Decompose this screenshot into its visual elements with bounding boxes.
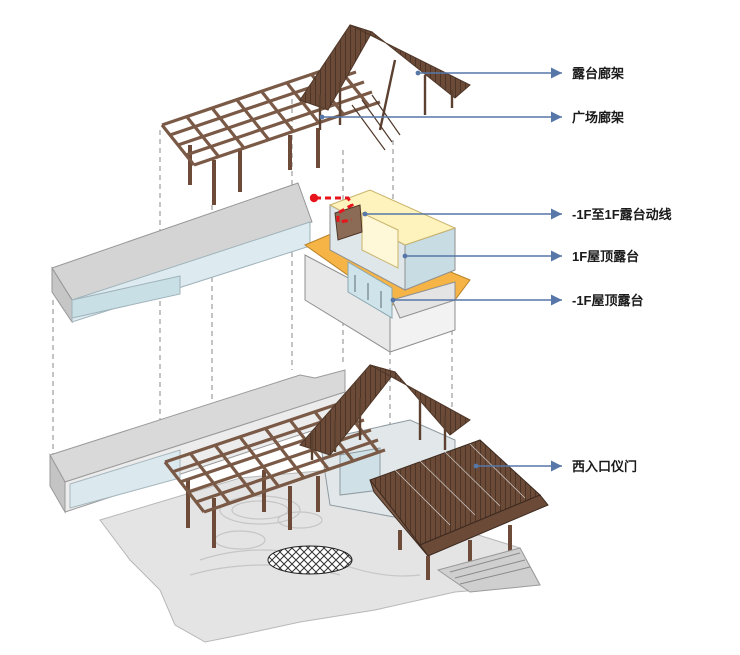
route-start-point [309,193,319,203]
top-pergolas-model [160,24,471,205]
label-b1-roof-terrace: -1F屋顶露台 [572,293,644,308]
label-1f-roof-terrace: 1F屋顶露台 [572,249,639,264]
top-plaza-pergola [160,60,381,167]
ground-level-model [49,364,549,643]
diagram-labels: 露台廊架 广场廊架 -1F至1F露台动线 1F屋顶露台 -1F屋顶露台 西入口仪… [572,66,672,474]
oval-grating-feature [267,545,353,575]
roof-terrace-level-model [51,182,471,353]
label-plaza-pergola: 广场廊架 [572,110,624,125]
stair-volume [334,204,363,241]
label-circulation: -1F至1F露台动线 [572,207,672,222]
label-west-gate: 西入口仪门 [572,459,637,474]
ground-terrace-pergola-roof [299,364,471,460]
label-terrace-pergola: 露台廊架 [572,66,624,81]
top-terrace-pergola [299,24,471,151]
leader-arrows [322,67,562,472]
